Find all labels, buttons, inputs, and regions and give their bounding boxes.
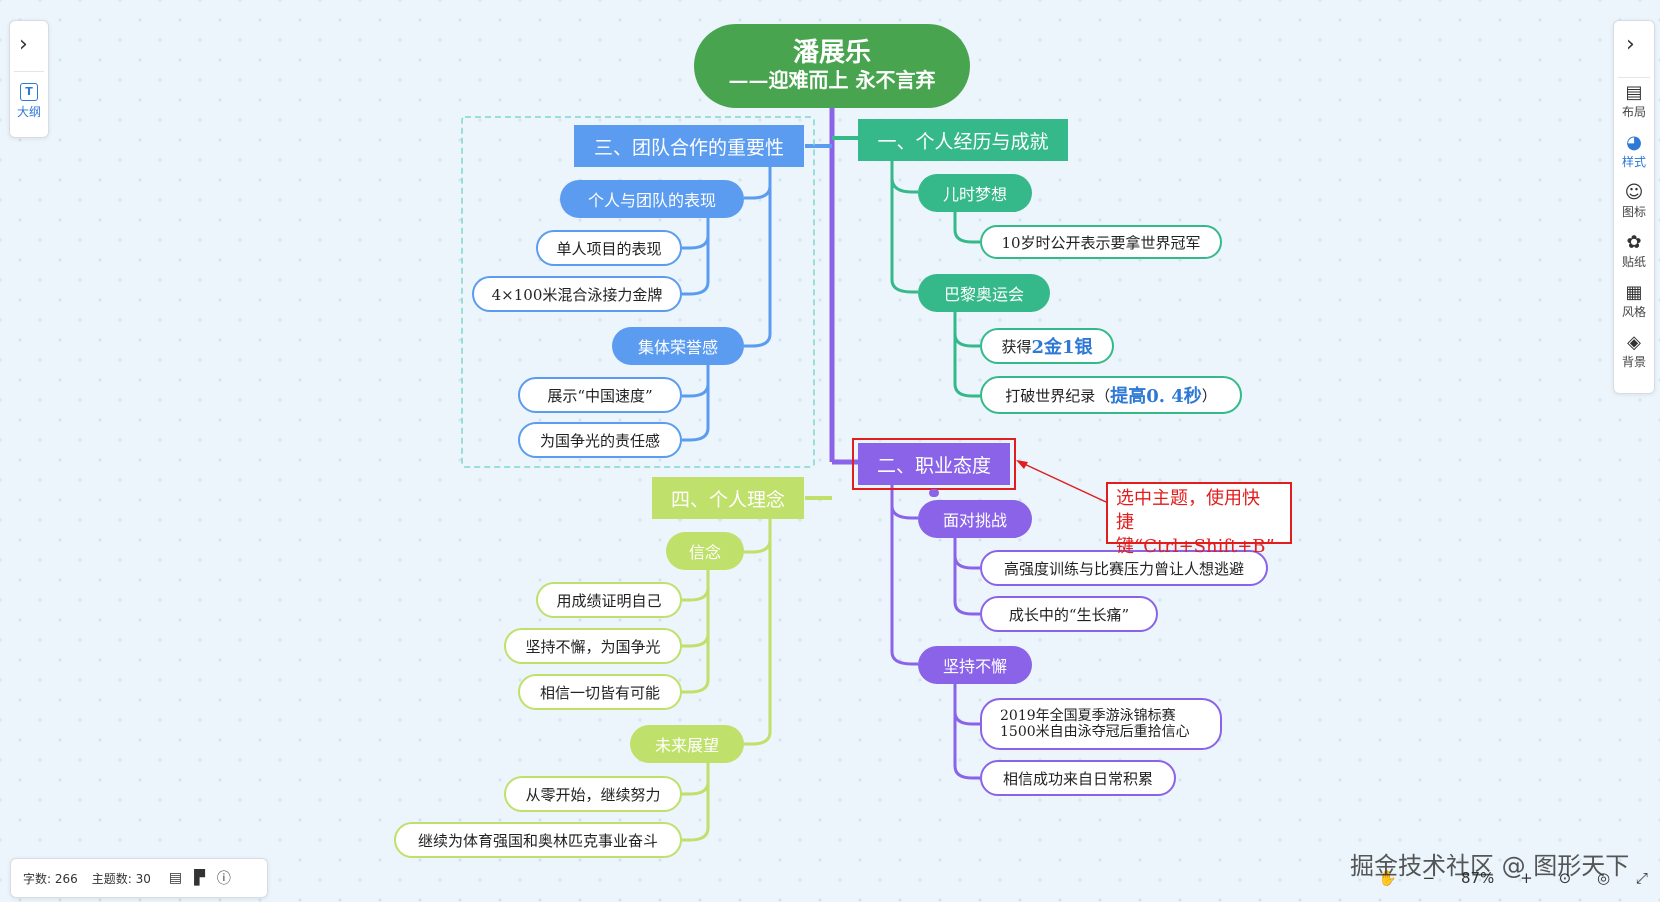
tool-theme[interactable]: ▦ 风格 bbox=[1621, 282, 1646, 320]
topic-childhood-dream[interactable]: 儿时梦想 bbox=[918, 174, 1032, 212]
locate-icon[interactable]: ◎ bbox=[1596, 869, 1611, 887]
leaf-china-speed[interactable]: 展示“中国速度” bbox=[518, 377, 682, 413]
leaf-prove-yourself[interactable]: 用成绩证明自己 bbox=[536, 582, 682, 618]
tool-style[interactable]: ◕ 样式 bbox=[1621, 132, 1646, 170]
root-subtitle: ——迎难而上 永不言弃 bbox=[728, 68, 936, 92]
word-count: 字数: 266 bbox=[23, 871, 78, 886]
topic-face-challenges[interactable]: 面对挑战 bbox=[918, 500, 1032, 538]
branch-1-topic[interactable]: 一、个人经历与成就 bbox=[858, 119, 1068, 161]
fullscreen-icon[interactable]: ⤢ bbox=[1635, 869, 1648, 887]
zoom-in-icon[interactable]: + bbox=[1520, 869, 1533, 887]
tool-background[interactable]: ◈ 背景 bbox=[1621, 332, 1646, 370]
shortcut-annotation: 选中主题，使用快 捷键“Ctrl+Shift+B” bbox=[1106, 482, 1292, 557]
tool-layout[interactable]: ▤ 布局 bbox=[1621, 82, 1646, 120]
topic-collective-honor[interactable]: 集体荣誉感 bbox=[612, 327, 744, 365]
left-panel: › T 大纲 bbox=[9, 20, 49, 138]
chevron-right-icon[interactable]: › bbox=[19, 32, 28, 57]
topic-future-outlook[interactable]: 未来展望 bbox=[630, 725, 744, 763]
zoom-controls: ✋ − 87% + ⊙ ◎ ⤢ bbox=[1378, 864, 1648, 892]
tool-stickers[interactable]: ✿ 贴纸 bbox=[1621, 232, 1646, 270]
fit-icon[interactable]: ⊙ bbox=[1558, 869, 1572, 887]
topic-perseverance[interactable]: 坚持不懈 bbox=[918, 646, 1032, 684]
sticker-icon: ✿ bbox=[1626, 232, 1642, 253]
branch-4-topic[interactable]: 四、个人理念 bbox=[652, 477, 804, 519]
outline-label: 大纲 bbox=[16, 105, 41, 119]
zoom-out-icon[interactable]: − bbox=[1422, 869, 1436, 887]
layers-icon: ◈ bbox=[1627, 332, 1641, 353]
leaf-world-record[interactable]: 打破世界纪录（提高0. 4秒） bbox=[980, 376, 1242, 414]
leaf-everything-possible[interactable]: 相信一切皆有可能 bbox=[518, 674, 682, 710]
leaf-olympic-career[interactable]: 继续为体育强国和奥林匹克事业奋斗 bbox=[394, 822, 682, 858]
leaf-individual-events[interactable]: 单人项目的表现 bbox=[536, 230, 682, 266]
collapse-handle[interactable] bbox=[929, 489, 939, 497]
branch-3-topic[interactable]: 三、团队合作的重要性 bbox=[574, 125, 804, 167]
topic-individual-team[interactable]: 个人与团队的表现 bbox=[560, 180, 744, 218]
leaf-medley-relay[interactable]: 4×100米混合泳接力金牌 bbox=[472, 276, 682, 312]
root-title: 潘展乐 bbox=[792, 38, 871, 68]
text-box-icon: T bbox=[20, 83, 38, 101]
leaf-daily-accumulation[interactable]: 相信成功来自日常积累 bbox=[980, 760, 1176, 796]
branch-2-topic[interactable]: 二、职业态度 bbox=[858, 443, 1010, 485]
topic-count: 主题数: 30 bbox=[91, 871, 151, 886]
watermark: 掘金技术社区 @ 图形天下 bbox=[1350, 852, 1630, 880]
leaf-childhood-goal[interactable]: 10岁时公开表示要拿世界冠军 bbox=[980, 225, 1222, 259]
leaf-national-duty[interactable]: 为国争光的责任感 bbox=[518, 422, 682, 458]
leaf-training-pressure[interactable]: 高强度训练与比赛压力曾让人想逃避 bbox=[980, 550, 1268, 586]
zoom-level[interactable]: 87% bbox=[1460, 869, 1495, 887]
minimap-icon[interactable]: ▛ bbox=[194, 870, 205, 886]
palette-icon: ◕ bbox=[1626, 132, 1642, 153]
chevron-right-icon[interactable]: › bbox=[1626, 32, 1635, 57]
keyboard-icon[interactable]: ▤ bbox=[168, 870, 183, 886]
leaf-start-from-zero[interactable]: 从零开始，继续努力 bbox=[504, 776, 682, 812]
tool-icons[interactable]: ☺ 图标 bbox=[1621, 182, 1646, 220]
hand-icon[interactable]: ✋ bbox=[1378, 869, 1397, 887]
topic-paris-olympics[interactable]: 巴黎奥运会 bbox=[918, 274, 1050, 312]
smiley-icon: ☺ bbox=[1624, 182, 1644, 203]
leaf-growing-pains[interactable]: 成长中的“生长痛” bbox=[980, 596, 1158, 632]
grid-icon: ▦ bbox=[1625, 282, 1643, 303]
topic-belief[interactable]: 信念 bbox=[666, 532, 744, 570]
layout-icon: ▤ bbox=[1625, 82, 1643, 103]
info-icon[interactable]: ⓘ bbox=[216, 871, 231, 887]
outline-button[interactable]: T 大纲 bbox=[16, 83, 42, 120]
leaf-2019-championship[interactable]: 2019年全国夏季游泳锦标赛 1500米自由泳夺冠后重拾信心 bbox=[980, 698, 1222, 750]
root-topic[interactable]: 潘展乐 ——迎难而上 永不言弃 bbox=[694, 24, 970, 108]
leaf-persevere-for-country[interactable]: 坚持不懈，为国争光 bbox=[504, 628, 682, 664]
right-toolbar: › ▤ 布局 ◕ 样式 ☺ 图标 ✿ 贴纸 ▦ 风格 ◈ 背景 bbox=[1613, 20, 1655, 394]
status-bar: 字数: 266 主题数: 30 ▤ ▛ ⓘ bbox=[10, 858, 268, 898]
